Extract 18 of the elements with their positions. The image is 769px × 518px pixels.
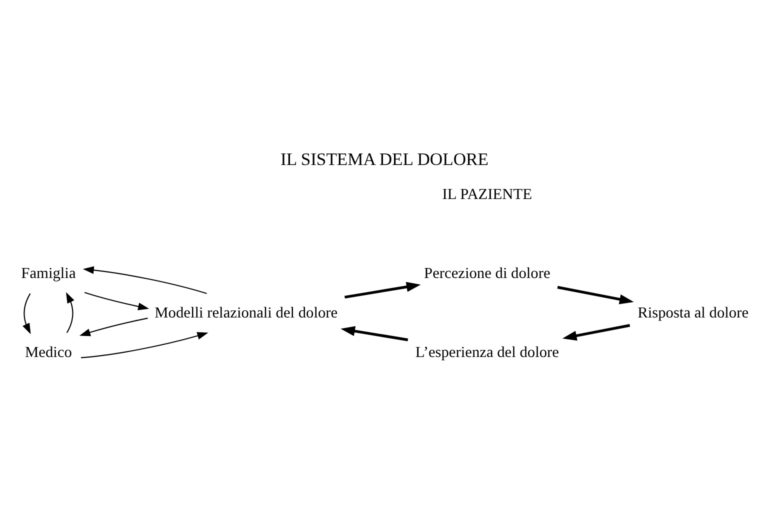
arrow bbox=[84, 292, 150, 310]
arrow bbox=[79, 317, 148, 336]
arrow bbox=[562, 324, 630, 340]
node-text: Risposta al dolore bbox=[638, 304, 749, 321]
arrow bbox=[82, 266, 207, 294]
arrow bbox=[344, 281, 421, 298]
node-text: Famiglia bbox=[21, 264, 76, 282]
node-text: Modelli relazionali del dolore bbox=[154, 304, 338, 321]
node-text: L’esperienza del dolore bbox=[415, 343, 559, 360]
arrow bbox=[557, 285, 634, 304]
node-text: Medico bbox=[25, 343, 72, 360]
diagram-title: IL SISTEMA DEL DOLORE bbox=[280, 148, 488, 168]
arrow bbox=[340, 326, 408, 341]
label: IL PAZIENTE bbox=[442, 185, 532, 202]
arrow bbox=[80, 332, 208, 358]
arrow bbox=[22, 292, 31, 334]
node-text: Percezione di dolore bbox=[424, 264, 550, 282]
arrow bbox=[66, 292, 74, 333]
